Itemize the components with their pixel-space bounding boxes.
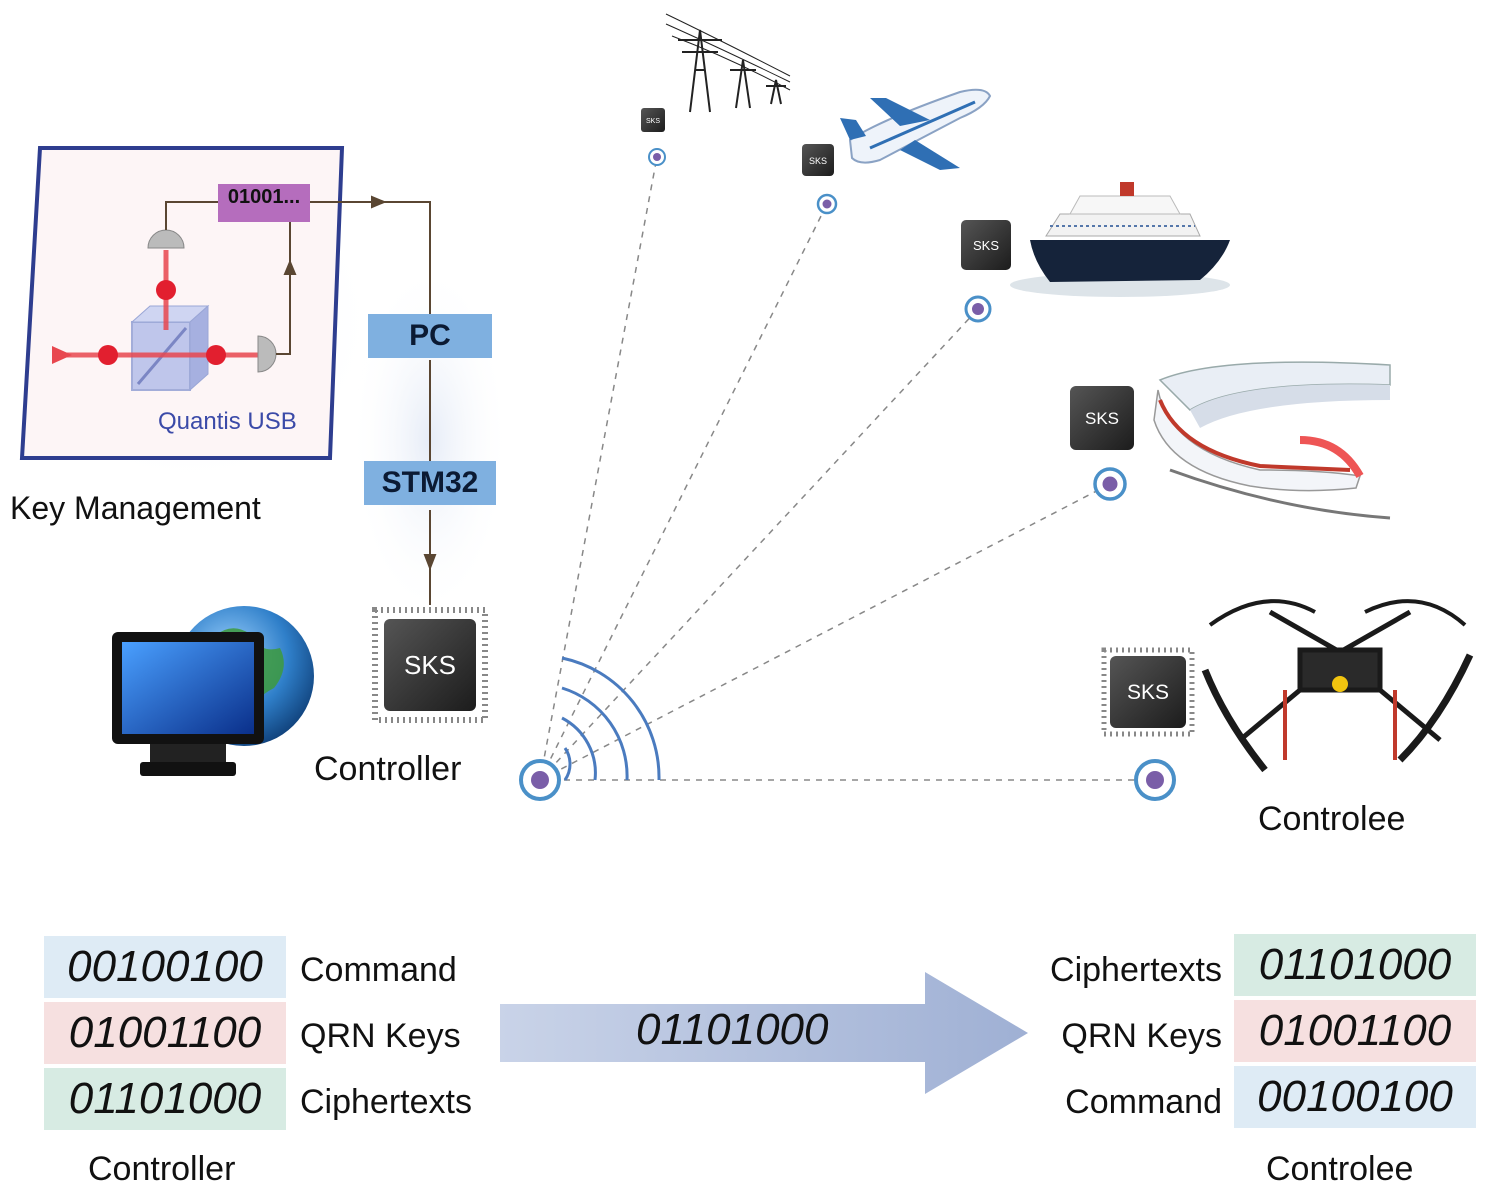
beam-splitter-icon [130, 304, 210, 392]
controlee-node [1134, 759, 1176, 801]
controlee-ciphertext-bits: 01101000 [1234, 934, 1476, 996]
powerline-node [648, 148, 666, 166]
svg-text:SKS: SKS [973, 238, 999, 253]
controlee-qrn-keys-label: QRN Keys [1061, 1017, 1222, 1055]
transmission-arrow [500, 972, 1028, 1094]
svg-text:SKS: SKS [809, 156, 827, 166]
radio-wave-icon [561, 656, 661, 781]
controller-node [519, 759, 561, 801]
controller-sks-chip: SKS [372, 607, 488, 723]
detector-icon [147, 229, 185, 249]
key-management-title: Key Management [10, 490, 261, 526]
controlee-command-label: Command [1065, 1083, 1222, 1121]
airplane-icon [840, 88, 992, 170]
svg-text:SKS: SKS [404, 650, 456, 680]
svg-text:SKS: SKS [1127, 681, 1169, 704]
train-node [1093, 467, 1127, 501]
photon-icon [206, 345, 226, 365]
airplane-sks-chip: SKS [802, 144, 834, 176]
ship-node [964, 295, 992, 323]
controlee-command-bits: 00100100 [1234, 1066, 1476, 1128]
cruise-ship-icon [1010, 182, 1230, 297]
controller-command-label: Command [300, 951, 457, 989]
power-line-icon [665, 13, 791, 113]
detector-icon [257, 335, 277, 373]
quadcopter-drone-icon [1201, 599, 1474, 773]
controller-table-caption: Controller [88, 1150, 236, 1188]
computer-monitor-icon [112, 606, 314, 776]
bits-box [218, 184, 310, 222]
controller-qrn-keys-label: QRN Keys [300, 1017, 461, 1055]
controlee-sks-chip: SKS [1101, 647, 1195, 737]
controller-label: Controller [314, 750, 462, 788]
pc-box: PC [368, 314, 492, 358]
wireless-link [539, 156, 1155, 781]
svg-text:SKS: SKS [646, 118, 660, 125]
stm32-box: STM32 [364, 461, 496, 505]
controlee-ciphertexts-label: Ciphertexts [1050, 951, 1222, 989]
quantis-frame [19, 146, 345, 460]
signal-wire [165, 195, 437, 605]
train-sks-chip: SKS [1070, 386, 1134, 450]
controller-qrn-key-bits: 01001100 [44, 1002, 286, 1064]
ship-sks-chip: SKS [961, 220, 1011, 270]
photon-icon [156, 280, 176, 300]
transmitted-bits: 01101000 [636, 1005, 829, 1054]
powerline-sks-chip: SKS [641, 108, 665, 132]
controlee-qrn-key-bits: 01001100 [1234, 1000, 1476, 1062]
quantis-usb-label: Quantis USB [158, 408, 297, 435]
controller-command-bits: 00100100 [44, 936, 286, 998]
controller-ciphertexts-label: Ciphertexts [300, 1083, 472, 1121]
photon-icon [98, 345, 118, 365]
svg-text:SKS: SKS [1085, 409, 1119, 428]
laser-source-icon [52, 346, 72, 364]
controlee-label: Controlee [1258, 800, 1406, 838]
controller-ciphertext-bits: 01101000 [44, 1068, 286, 1130]
bits-box-label: 01001... [227, 186, 301, 208]
controlee-table-caption: Controlee [1266, 1150, 1414, 1188]
high-speed-train-icon [1153, 361, 1391, 520]
airplane-node [816, 193, 838, 215]
